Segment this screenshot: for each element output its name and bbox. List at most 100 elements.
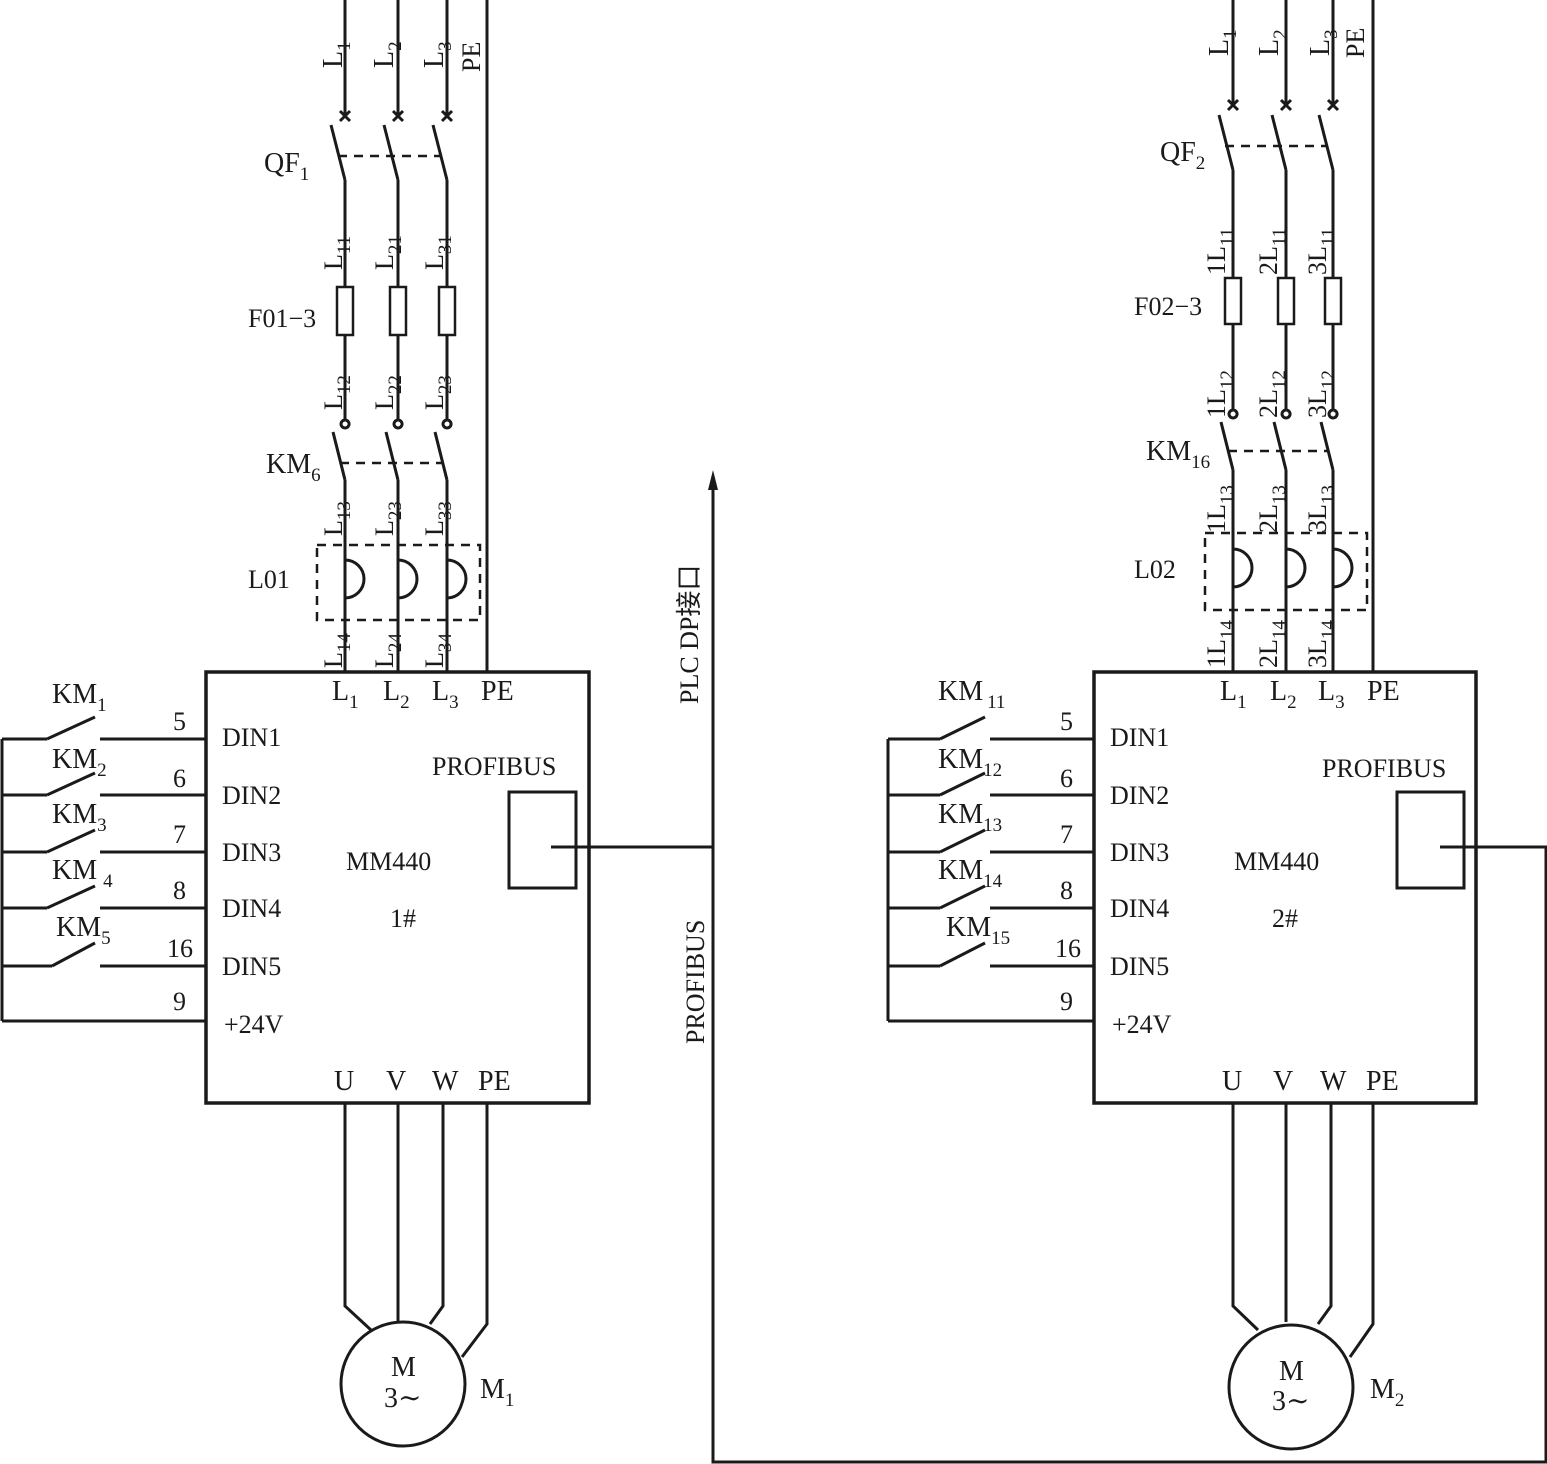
pin2-8: 8 (1060, 876, 1073, 905)
terminal2-l1: L1 (1220, 676, 1247, 713)
input-24v: +24V (224, 1010, 284, 1039)
supply2-label-pe: PE (1341, 28, 1370, 58)
arrow-up-icon (708, 470, 718, 490)
drive2-input-switches (886, 715, 1094, 1023)
fuse-f01-1 (335, 285, 355, 337)
fuse-f01-2 (388, 285, 408, 337)
terminal2-l2: L2 (1270, 676, 1297, 713)
fuse-f01-3 (437, 285, 457, 337)
output2-pe: PE (1366, 1066, 1399, 1097)
wire2-label-1l11: 1L11 (1202, 228, 1238, 275)
drive1-unit: 1# (390, 904, 416, 933)
wire-label-l23b: L23 (370, 501, 406, 536)
terminal-l2: L2 (383, 676, 410, 713)
contactor-label-km16: KM16 (1146, 436, 1210, 473)
wire2-label-3l14: 3L14 (1303, 620, 1339, 668)
supply2-label-l3: L3 (1305, 29, 1342, 56)
output-w: W (432, 1066, 459, 1097)
pin-7: 7 (173, 820, 186, 849)
profibus-bus-label: PROFIBUS (681, 920, 710, 1044)
output2-v: V (1273, 1066, 1293, 1097)
drive2-profibus-port (1395, 790, 1466, 890)
fuse-f02-1 (1223, 276, 1243, 326)
pin-6: 6 (173, 764, 186, 793)
pin-16: 16 (167, 934, 193, 963)
motor2-label: M2 (1370, 1374, 1404, 1411)
wire2-label-2l11: 2L11 (1254, 228, 1290, 275)
wire-label-l23: L23 (420, 375, 456, 410)
terminal2-l3: L3 (1318, 676, 1345, 713)
supply-label-l1: L1 (318, 41, 355, 68)
wire-label-l22: L22 (370, 375, 406, 410)
wire2-label-1l12: 1L12 (1202, 370, 1238, 418)
fuse-label-f01: F01−3 (248, 304, 316, 333)
wire-label-l11: L11 (319, 236, 355, 270)
wire-label-l33: L33 (420, 501, 456, 536)
wire-label-l31: L31 (420, 235, 456, 270)
supply-label-l2: L2 (369, 41, 406, 68)
pin-8: 8 (173, 876, 186, 905)
drive2-model: MM440 (1234, 847, 1319, 876)
wire-label-l13: L13 (319, 501, 355, 536)
motor2-type: 3∼ (1272, 1386, 1309, 1417)
drive2-circuit (708, 0, 1547, 1464)
reactor-l01 (315, 543, 482, 622)
wire-label-l21: L21 (370, 235, 406, 270)
motor2-symbol: M (1279, 1356, 1304, 1387)
breaker-label-qf2: QF2 (1160, 137, 1205, 174)
fuse-f02-2 (1276, 276, 1296, 326)
motor1-type: 3∼ (384, 1383, 421, 1414)
wire-label-l12: L12 (319, 375, 355, 410)
breaker-qf2 (1217, 98, 1340, 171)
terminal-l3: L3 (432, 676, 459, 713)
pin2-5: 5 (1060, 707, 1073, 736)
wire2-label-3l13: 3L13 (1303, 485, 1339, 533)
input2-din5: DIN5 (1110, 952, 1169, 981)
supply-label-pe: PE (457, 42, 486, 72)
motor1-symbol: M (391, 1352, 416, 1383)
drive1-input-switches (0, 715, 206, 1023)
input-din2: DIN2 (222, 781, 281, 810)
fuse-f02-3 (1323, 276, 1343, 326)
pin-5: 5 (173, 707, 186, 736)
wire2-label-2l12: 2L12 (1254, 370, 1290, 418)
switch-label-km5: KM5 (56, 912, 111, 949)
input-din3: DIN3 (222, 838, 281, 867)
input2-24v: +24V (1112, 1010, 1172, 1039)
supply2-label-l2: L2 (1254, 29, 1291, 56)
switch-label-km3: KM3 (52, 799, 107, 836)
supply2-label-l1: L1 (1204, 29, 1241, 56)
reactor-label-l02: L02 (1134, 555, 1176, 584)
contactor-km16 (1219, 408, 1339, 471)
wire2-label-2l13: 2L13 (1254, 485, 1290, 533)
output-u: U (334, 1066, 354, 1097)
drive1-profibus-port (507, 790, 578, 890)
switch-label-km13: KM13 (938, 799, 1002, 836)
plc-dp-interface-label: PLC DP接口 (675, 565, 704, 704)
terminal2-pe: PE (1367, 676, 1400, 707)
reactor-l02 (1203, 531, 1369, 612)
wire2-label-1l13: 1L13 (1202, 485, 1238, 533)
pin2-7: 7 (1060, 820, 1073, 849)
switch-label-km14: KM14 (938, 855, 1003, 892)
pin2-9: 9 (1060, 987, 1073, 1016)
pin2-16: 16 (1055, 934, 1081, 963)
pin-9: 9 (173, 987, 186, 1016)
output2-u: U (1222, 1066, 1242, 1097)
wire2-label-3l11: 3L11 (1303, 228, 1339, 275)
drive1-profibus-label: PROFIBUS (432, 752, 556, 781)
switch-label-km2: KM2 (52, 744, 107, 781)
pin2-6: 6 (1060, 764, 1073, 793)
input2-din3: DIN3 (1110, 838, 1169, 867)
reactor-label-l01: L01 (248, 565, 290, 594)
breaker-label-qf1: QF1 (264, 148, 309, 185)
switch-label-km12: KM12 (938, 744, 1002, 781)
motor1-label: M1 (480, 1374, 514, 1411)
wire-label-l24: L24 (370, 633, 406, 668)
switch-label-km1: KM1 (52, 679, 107, 716)
motor-m2 (1227, 1323, 1355, 1451)
switch-label-km15: KM15 (946, 912, 1010, 949)
